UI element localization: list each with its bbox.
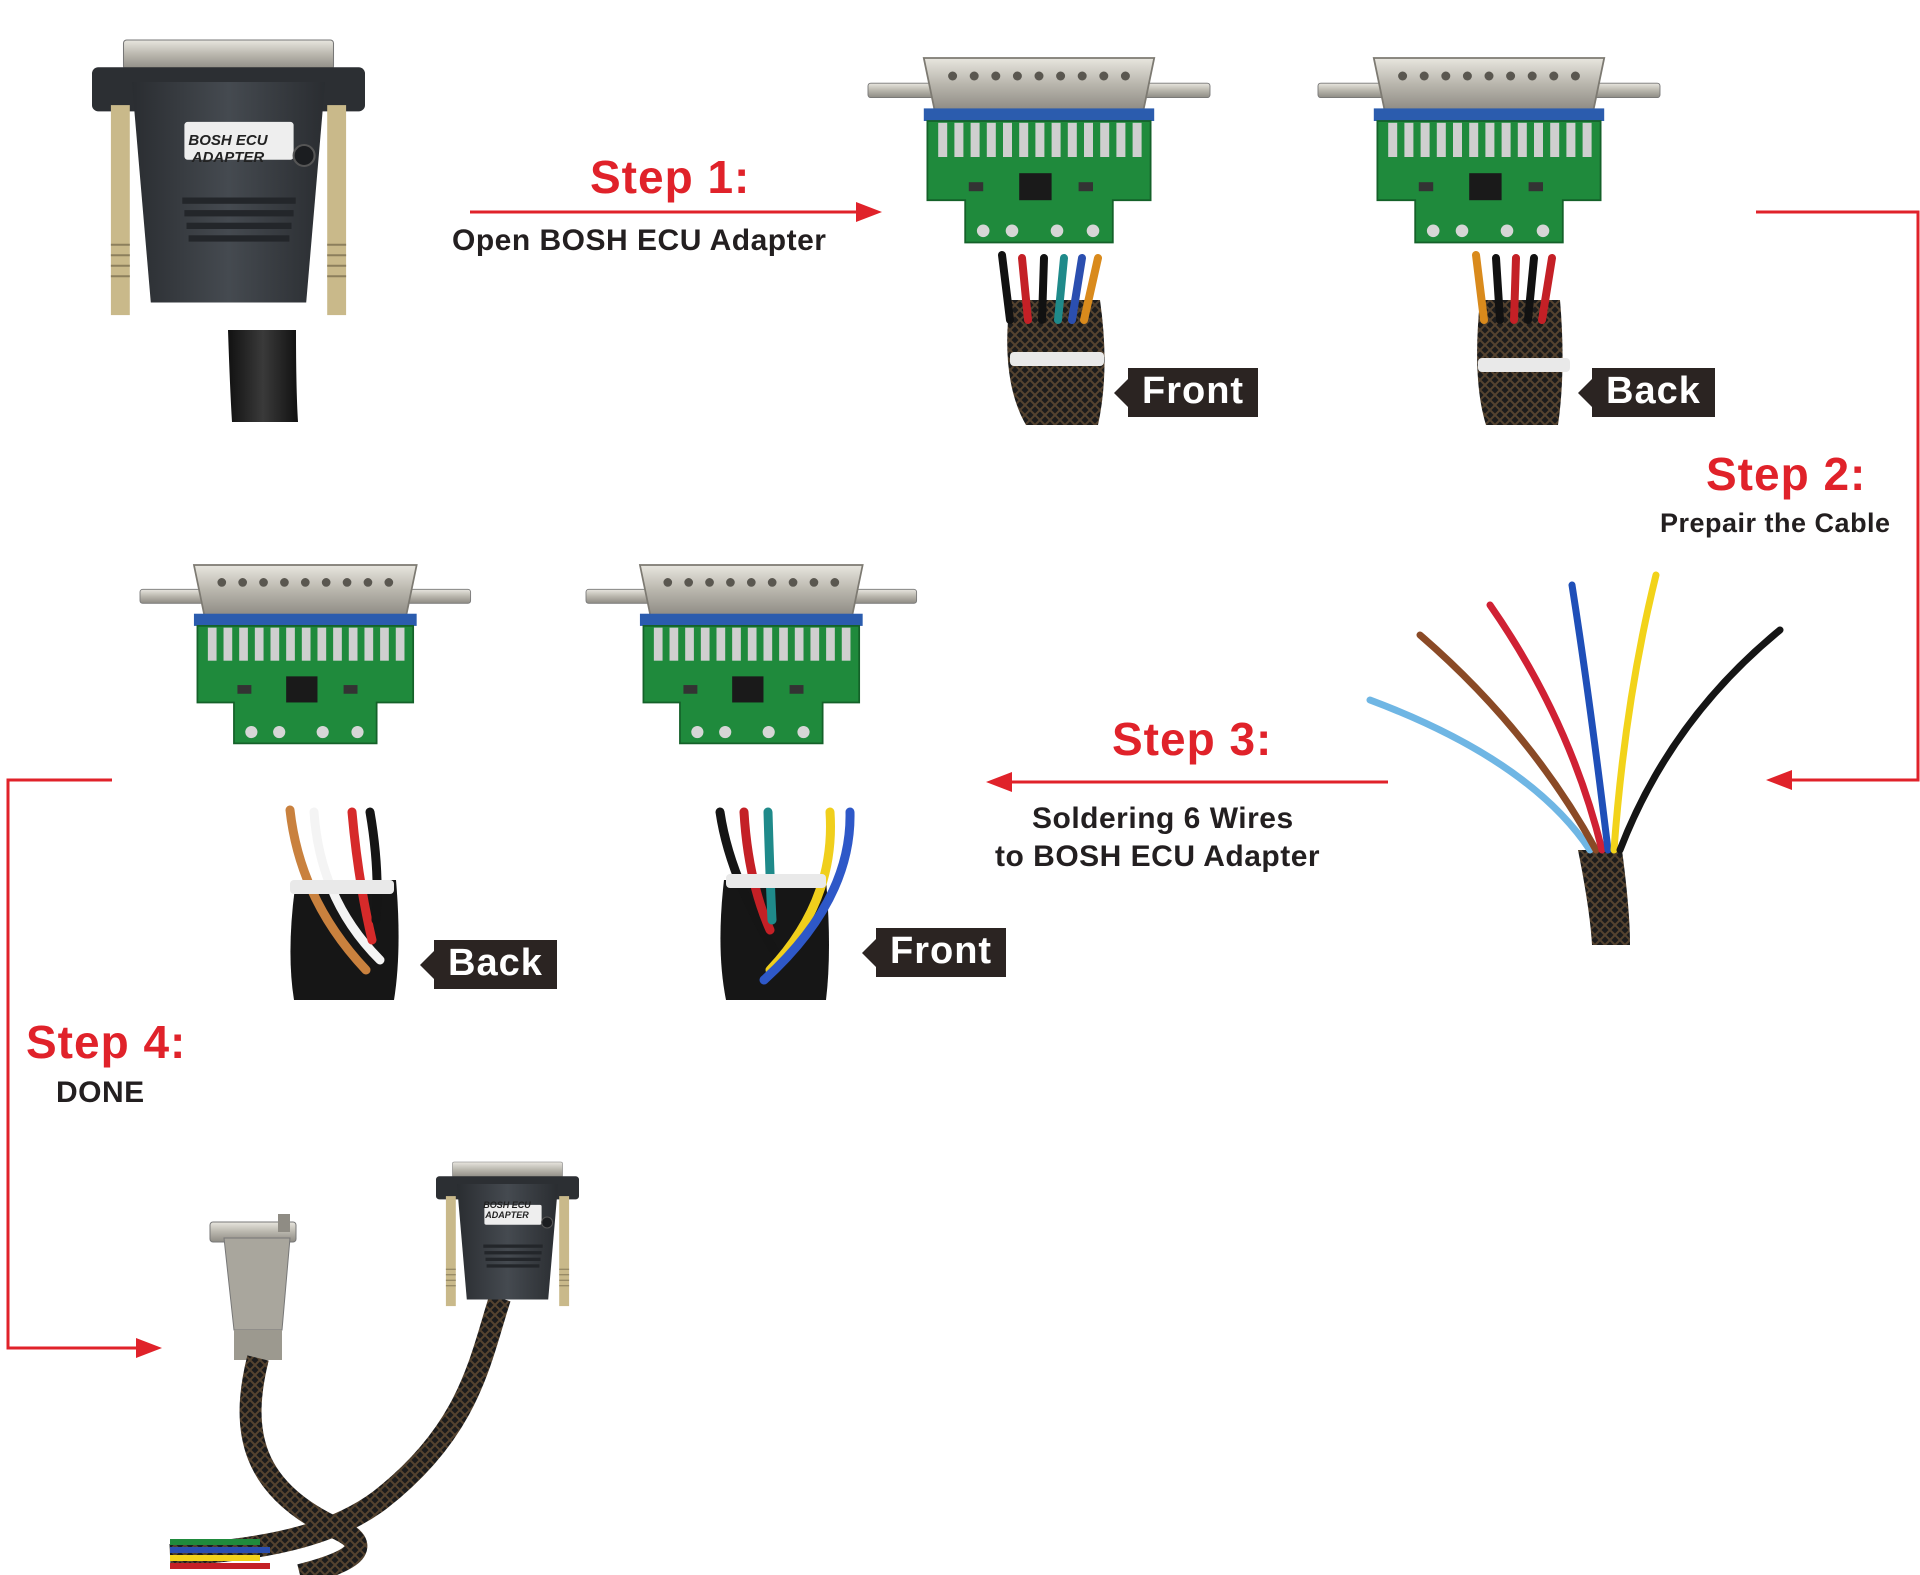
tag-back-top: Back bbox=[1578, 368, 1715, 417]
wire-blue bbox=[1568, 581, 1612, 854]
wire-yellow bbox=[1610, 571, 1660, 854]
cable-six-wires-image bbox=[1366, 571, 1784, 945]
wire-brown bbox=[1416, 631, 1600, 854]
step3-title: Step 3: bbox=[1112, 713, 1273, 765]
wire-red bbox=[1486, 601, 1606, 854]
adapter-label-line1: BOSH ECU bbox=[188, 132, 268, 149]
tag-back-mid: Back bbox=[420, 940, 557, 989]
pcb-back-top-image bbox=[1317, 57, 1661, 425]
wire-light-blue bbox=[1366, 696, 1594, 854]
step4-title: Step 4: bbox=[26, 1016, 187, 1068]
adapter-label-line2: ADAPTER bbox=[191, 149, 265, 166]
step1-arrow bbox=[470, 202, 882, 222]
pcb-back-mid-image bbox=[139, 564, 472, 1000]
wire-black bbox=[1616, 626, 1784, 854]
done-adapter-label-line1: BOSH ECU bbox=[483, 1200, 531, 1210]
step2-title: Step 2: bbox=[1706, 448, 1867, 500]
done-assembled-cable-image bbox=[169, 1161, 580, 1575]
step4-description: DONE bbox=[56, 1076, 145, 1109]
step3-description-line1: Soldering 6 Wires bbox=[1032, 802, 1294, 835]
step2-description: Prepair the Cable bbox=[1660, 508, 1891, 538]
db9-connector bbox=[209, 1214, 297, 1360]
step2-arrow bbox=[1756, 210, 1920, 790]
done-adapter-label-line2: ADAPTER bbox=[484, 1210, 529, 1220]
step1-description: Open BOSH ECU Adapter bbox=[452, 224, 827, 257]
step3-arrow bbox=[986, 772, 1388, 792]
tag-front-mid: Front bbox=[861, 928, 1007, 977]
step3-description-line2: to BOSH ECU Adapter bbox=[995, 840, 1321, 873]
adapter-closed-image bbox=[90, 38, 367, 422]
tag-front-top: Front bbox=[1113, 368, 1259, 417]
pcb-front-mid-image bbox=[585, 564, 918, 1000]
step1-title: Step 1: bbox=[590, 151, 751, 203]
pcb-front-top-image bbox=[867, 57, 1211, 425]
step4-arrow bbox=[6, 778, 162, 1358]
